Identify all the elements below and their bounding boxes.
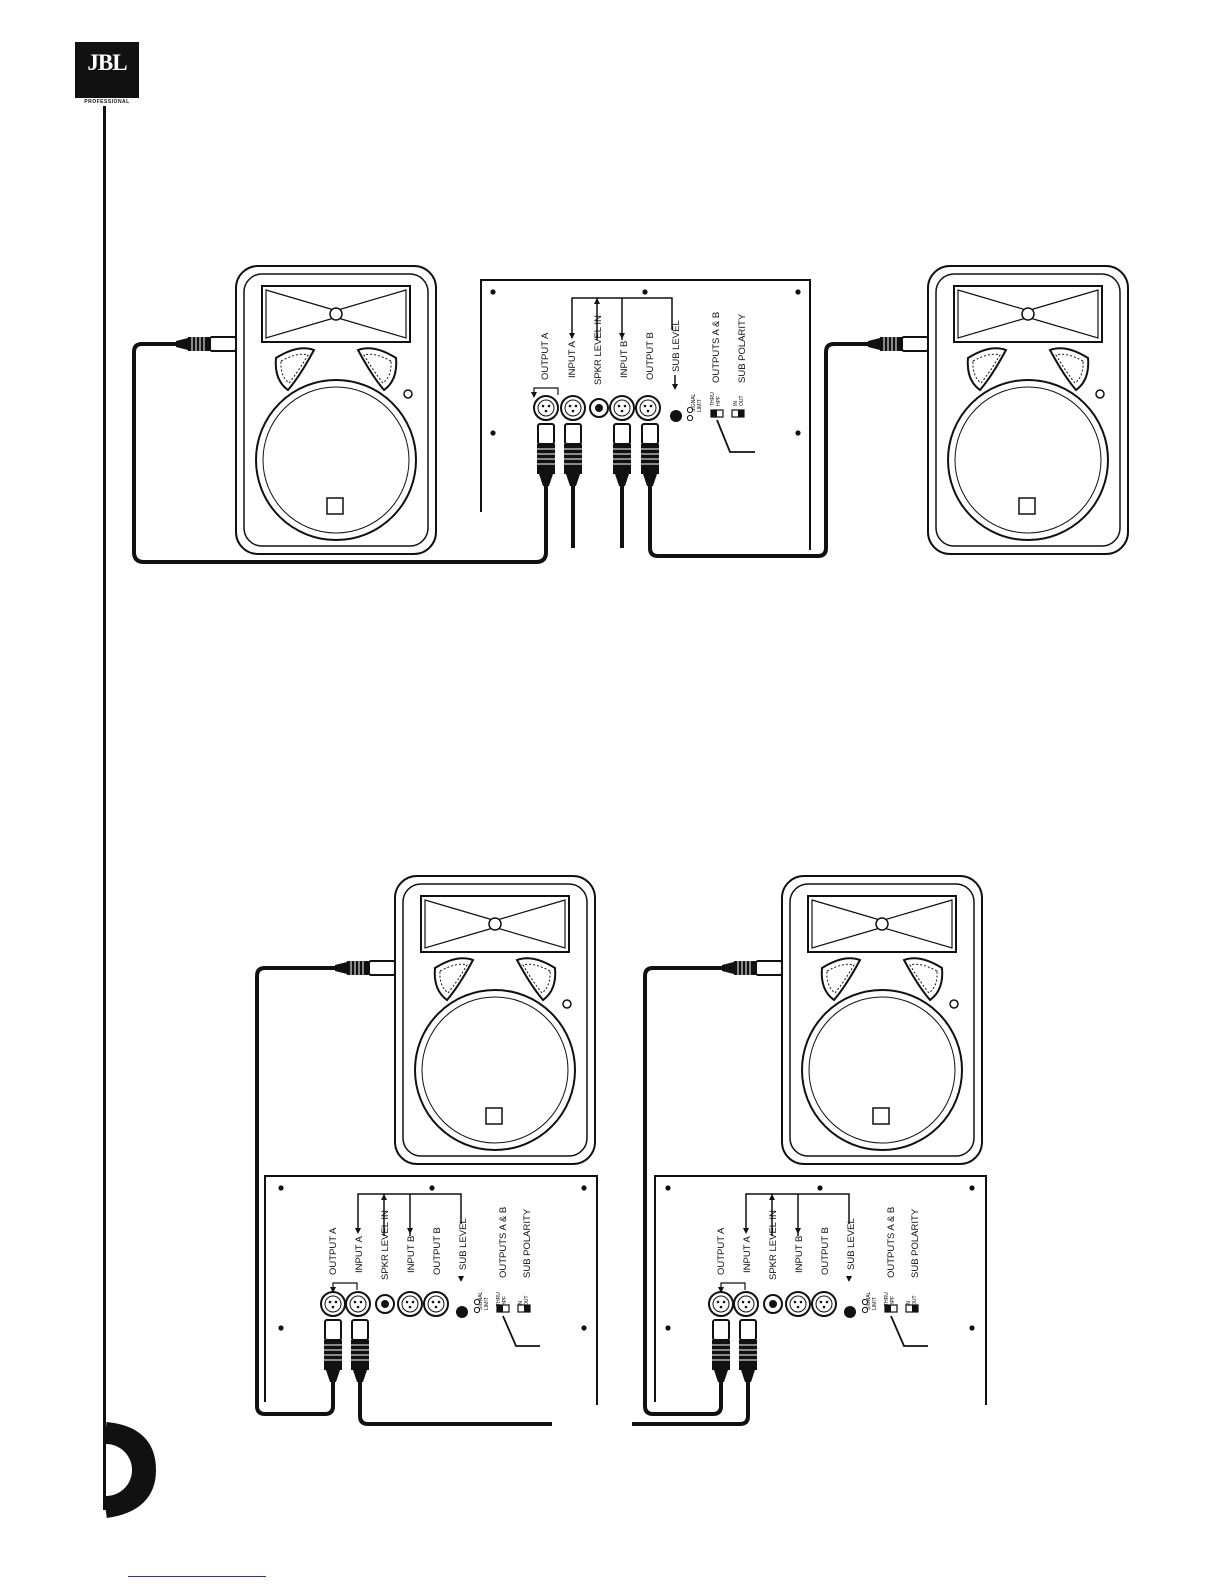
logo-brand-text: JBL: [87, 50, 127, 75]
page-tab-arc: [106, 1430, 146, 1510]
logo-sub-text: PROFESSIONAL: [75, 98, 139, 106]
jack-input-a: [560, 395, 586, 421]
speaker-bottom-right: [781, 875, 983, 1165]
label-thru: THRU: [884, 1292, 890, 1306]
sub-panel-bottom-left: OUTPUT A INPUT A SPKR LEVEL IN INPUT B O…: [264, 1175, 598, 1405]
jack-output-a: [320, 1291, 346, 1317]
label-signal: SIGNAL: [478, 1291, 484, 1310]
label-outputs-ab: OUTPUTS A & B: [886, 1207, 897, 1278]
label-out: OUT: [912, 1295, 918, 1306]
footer-link-underline: [128, 1576, 266, 1577]
label-input-a: INPUT A: [354, 1236, 365, 1273]
plug-speaker-bottom-right: [721, 960, 783, 976]
label-sub-polarity: SUB POLARITY: [910, 1208, 921, 1278]
plug-input-a: [738, 1319, 758, 1383]
plug-output-a: [711, 1319, 731, 1383]
jack-input-a: [733, 1291, 759, 1317]
label-sub-level: SUB LEVEL: [458, 1218, 469, 1270]
label-input-b: INPUT B: [406, 1236, 417, 1273]
label-limit: LIMIT: [697, 399, 703, 412]
jack-output-b: [811, 1291, 837, 1317]
top-diagram: OUTPUT A INPUT A SPKR LEVEL IN INPUT B O…: [132, 265, 1129, 564]
bottom-right-diagram: OUTPUT A INPUT A SPKR LEVEL IN INPUT B O…: [632, 875, 987, 1426]
sub-panel-top: OUTPUT A INPUT A SPKR LEVEL IN INPUT B O…: [480, 279, 811, 550]
label-sub-polarity: SUB POLARITY: [737, 313, 748, 383]
label-hpf: HPF: [890, 1296, 896, 1306]
bottom-left-diagram: OUTPUT A INPUT A SPKR LEVEL IN INPUT B O…: [255, 875, 598, 1426]
label-input-b: INPUT B: [619, 341, 630, 378]
label-input-b: INPUT B: [794, 1236, 805, 1273]
plug-speaker-right: [867, 336, 929, 352]
plug-output-a: [536, 423, 556, 487]
plug-speaker-left: [175, 336, 237, 352]
label-outputs-ab: OUTPUTS A & B: [498, 1207, 509, 1278]
jack-input-b: [609, 395, 635, 421]
plug-output-b: [640, 423, 660, 487]
sub-level-knob: [670, 410, 682, 422]
jack-input-b: [785, 1291, 811, 1317]
label-hpf: HPF: [716, 396, 722, 406]
speaker-bottom-left: [394, 875, 596, 1165]
label-in: IN: [906, 1301, 912, 1306]
label-in: IN: [518, 1301, 524, 1306]
label-thru: THRU: [496, 1292, 502, 1306]
label-input-a: INPUT A: [567, 341, 578, 378]
jack-output-a: [533, 395, 559, 421]
label-output-a: OUTPUT A: [716, 1227, 727, 1275]
page-spine-line: [103, 106, 106, 1510]
label-output-b: OUTPUT B: [645, 332, 656, 380]
sub-panel-bottom-right: OUTPUT A INPUT A SPKR LEVEL IN INPUT B O…: [654, 1175, 987, 1405]
label-signal: SIGNAL: [691, 393, 697, 412]
label-hpf: HPF: [502, 1296, 508, 1306]
sub-level-knob: [844, 1306, 856, 1318]
label-input-a: INPUT A: [742, 1236, 753, 1273]
label-sub-polarity: SUB POLARITY: [522, 1208, 533, 1278]
sub-level-knob: [456, 1306, 468, 1318]
label-spkr-level-in: SPKR LEVEL IN: [593, 315, 604, 385]
page-tab-curve: [104, 1422, 157, 1518]
label-sub-level: SUB LEVEL: [846, 1218, 857, 1270]
label-in: IN: [733, 401, 739, 406]
plug-input-a: [563, 423, 583, 487]
speaker-right: [927, 265, 1129, 555]
jbl-logo: JBL PROFESSIONAL: [75, 42, 139, 106]
speaker-left: [235, 265, 437, 555]
jack-output-a: [708, 1291, 734, 1317]
plug-speaker-bottom-left: [334, 960, 396, 976]
label-spkr-level-in: SPKR LEVEL IN: [380, 1210, 391, 1280]
label-output-a: OUTPUT A: [328, 1227, 339, 1275]
jack-output-b: [635, 395, 661, 421]
label-spkr-level-in: SPKR LEVEL IN: [768, 1210, 779, 1280]
jack-input-b: [397, 1291, 423, 1317]
plug-input-a: [350, 1319, 370, 1383]
label-limit: LIMIT: [484, 1297, 490, 1310]
label-output-b: OUTPUT B: [432, 1227, 443, 1275]
label-outputs-ab: OUTPUTS A & B: [711, 312, 722, 383]
label-output-b: OUTPUT B: [820, 1227, 831, 1275]
label-out: OUT: [739, 395, 745, 406]
label-signal: SIGNAL: [866, 1291, 872, 1310]
label-limit: LIMIT: [872, 1297, 878, 1310]
label-sub-level: SUB LEVEL: [671, 320, 682, 372]
label-output-a: OUTPUT A: [540, 332, 551, 380]
plug-input-b: [612, 423, 632, 487]
label-out: OUT: [524, 1295, 530, 1306]
jack-input-a: [345, 1291, 371, 1317]
plug-output-a: [323, 1319, 343, 1383]
jack-output-b: [423, 1291, 449, 1317]
label-thru: THRU: [710, 392, 716, 406]
